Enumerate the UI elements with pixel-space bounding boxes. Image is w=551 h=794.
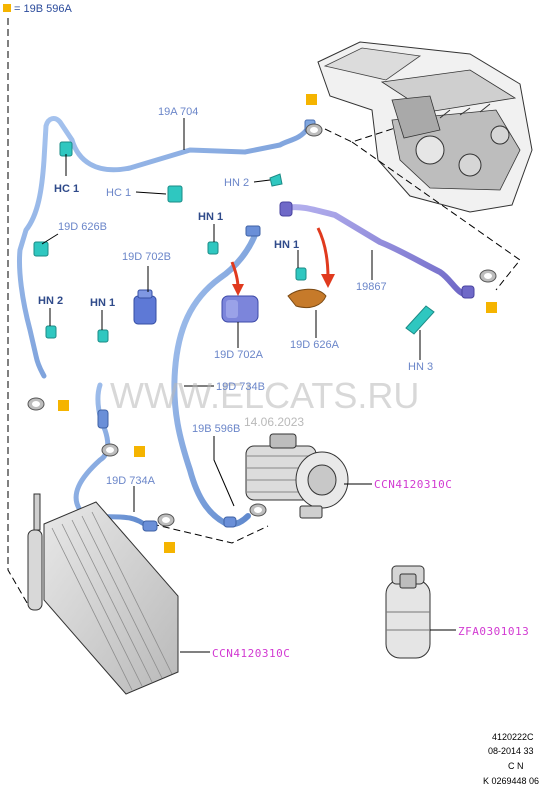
dashed-leaders: [7, 18, 521, 609]
label-hn2-a: HN 2: [224, 177, 249, 189]
label-19867: 19867: [356, 281, 387, 293]
o-rings: [27, 123, 497, 527]
label-19d626b: 19D 626B: [58, 221, 107, 233]
arrow-red-a: [230, 261, 244, 296]
footer-line-4: K 0269448 06: [483, 776, 539, 786]
valve-19d702b: [133, 289, 157, 325]
refrigerant-bottle-illustration: [385, 565, 431, 659]
label-19d702b: 19D 702B: [122, 251, 171, 263]
label-19d734a: 19D 734A: [106, 475, 156, 487]
pipe-19d734b: [171, 225, 261, 528]
engine-illustration: [317, 41, 533, 213]
fitting-19d626b: [33, 241, 49, 257]
pipe-19a704: [17, 116, 316, 379]
label-hn2-b: HN 2: [38, 295, 63, 307]
part-labels: 19A 704 HC 1 HC 1 HN 2 19D 626B HN 1 19D…: [38, 106, 529, 660]
watermark-text: WWW.ELCATS.RU: [110, 375, 419, 416]
fitting-hn3: [405, 305, 435, 335]
label-hc1-a: HC 1: [54, 183, 79, 195]
label-zfa: ZFA0301013: [458, 625, 529, 638]
label-ccn-compressor: CCN4120310C: [374, 478, 452, 491]
label-hc1-b: HC 1: [106, 187, 131, 199]
label-hn1-a: HN 1: [198, 211, 223, 223]
compressor-illustration: [245, 433, 349, 519]
leader-lines: [41, 118, 456, 653]
part-19d626a: [287, 288, 327, 309]
yellow-markers: [58, 94, 497, 553]
fitting-hc1-a: [59, 141, 73, 157]
fitting-hn1-a: [207, 241, 219, 255]
label-19b596b: 19B 596B: [192, 423, 240, 435]
arrow-red-b: [316, 227, 335, 288]
fitting-hc1-b: [167, 185, 183, 203]
footer-line-2: 08-2014 33: [488, 746, 534, 756]
header-marker: [3, 4, 11, 12]
watermark-date: 14.06.2023: [244, 415, 304, 429]
label-hn3: HN 3: [408, 361, 433, 373]
label-hn1-c: HN 1: [274, 239, 299, 251]
fitting-hn2-a: [269, 173, 283, 187]
header-label: = 19B 596A: [14, 3, 72, 15]
footer-codes: 4120222C 08-2014 33 C N K 0269448 06: [483, 732, 539, 786]
label-hn1-b: HN 1: [90, 297, 115, 309]
condenser-illustration: [27, 493, 179, 695]
fitting-hn1-c: [295, 267, 307, 281]
footer-line-3: C N: [508, 761, 524, 771]
label-ccn-condenser: CCN4120310C: [212, 647, 290, 660]
label-19d702a: 19D 702A: [214, 349, 264, 361]
fitting-hn2-b: [45, 325, 57, 339]
label-19d626a: 19D 626A: [290, 339, 340, 351]
fitting-hn1-b: [97, 329, 109, 343]
pipe-19867: [279, 201, 475, 299]
valve-19d702a: [221, 295, 259, 323]
label-19a704: 19A 704: [158, 106, 198, 118]
label-19d734b: 19D 734B: [216, 381, 265, 393]
pipe-19d734a: [73, 382, 158, 532]
footer-line-1: 4120222C: [492, 732, 534, 742]
